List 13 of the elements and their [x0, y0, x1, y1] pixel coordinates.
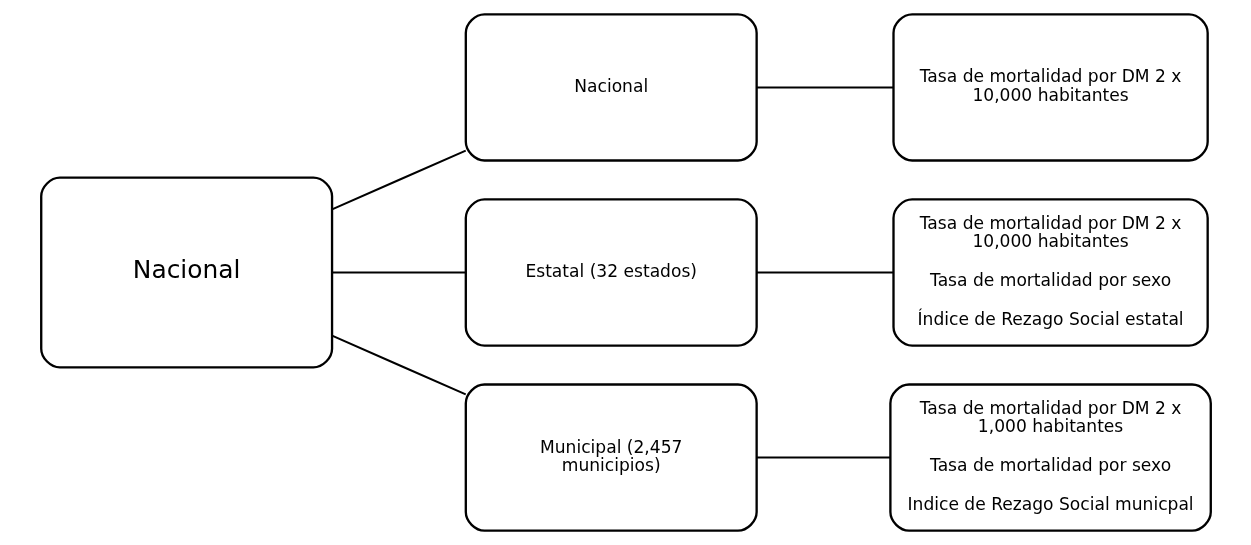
node-box: Estatal (32 estados): [464, 198, 758, 347]
node-box: Nacional: [464, 13, 758, 162]
node-box: Tasa de mortalidad por DM 2 x 10,000 habitantes Tasa de mortalidad por sexo Índice de Rezago Social estatal: [891, 198, 1209, 347]
node-box: Nacional: [39, 176, 333, 369]
connector: [331, 334, 466, 396]
connector: [756, 456, 890, 459]
node-box: Municipal (2,457 municipios): [464, 383, 758, 532]
connector: [756, 271, 893, 274]
connector: [331, 149, 466, 211]
connector: [331, 271, 466, 274]
node-box: Tasa de mortalidad por DM 2 x 10,000 habitantes: [891, 13, 1209, 162]
node-box: Tasa de mortalidad por DM 2 x 1,000 habitantes Tasa de mortalidad por sexo Indice de Rezago Social municpal: [888, 383, 1212, 532]
connector: [756, 86, 893, 89]
